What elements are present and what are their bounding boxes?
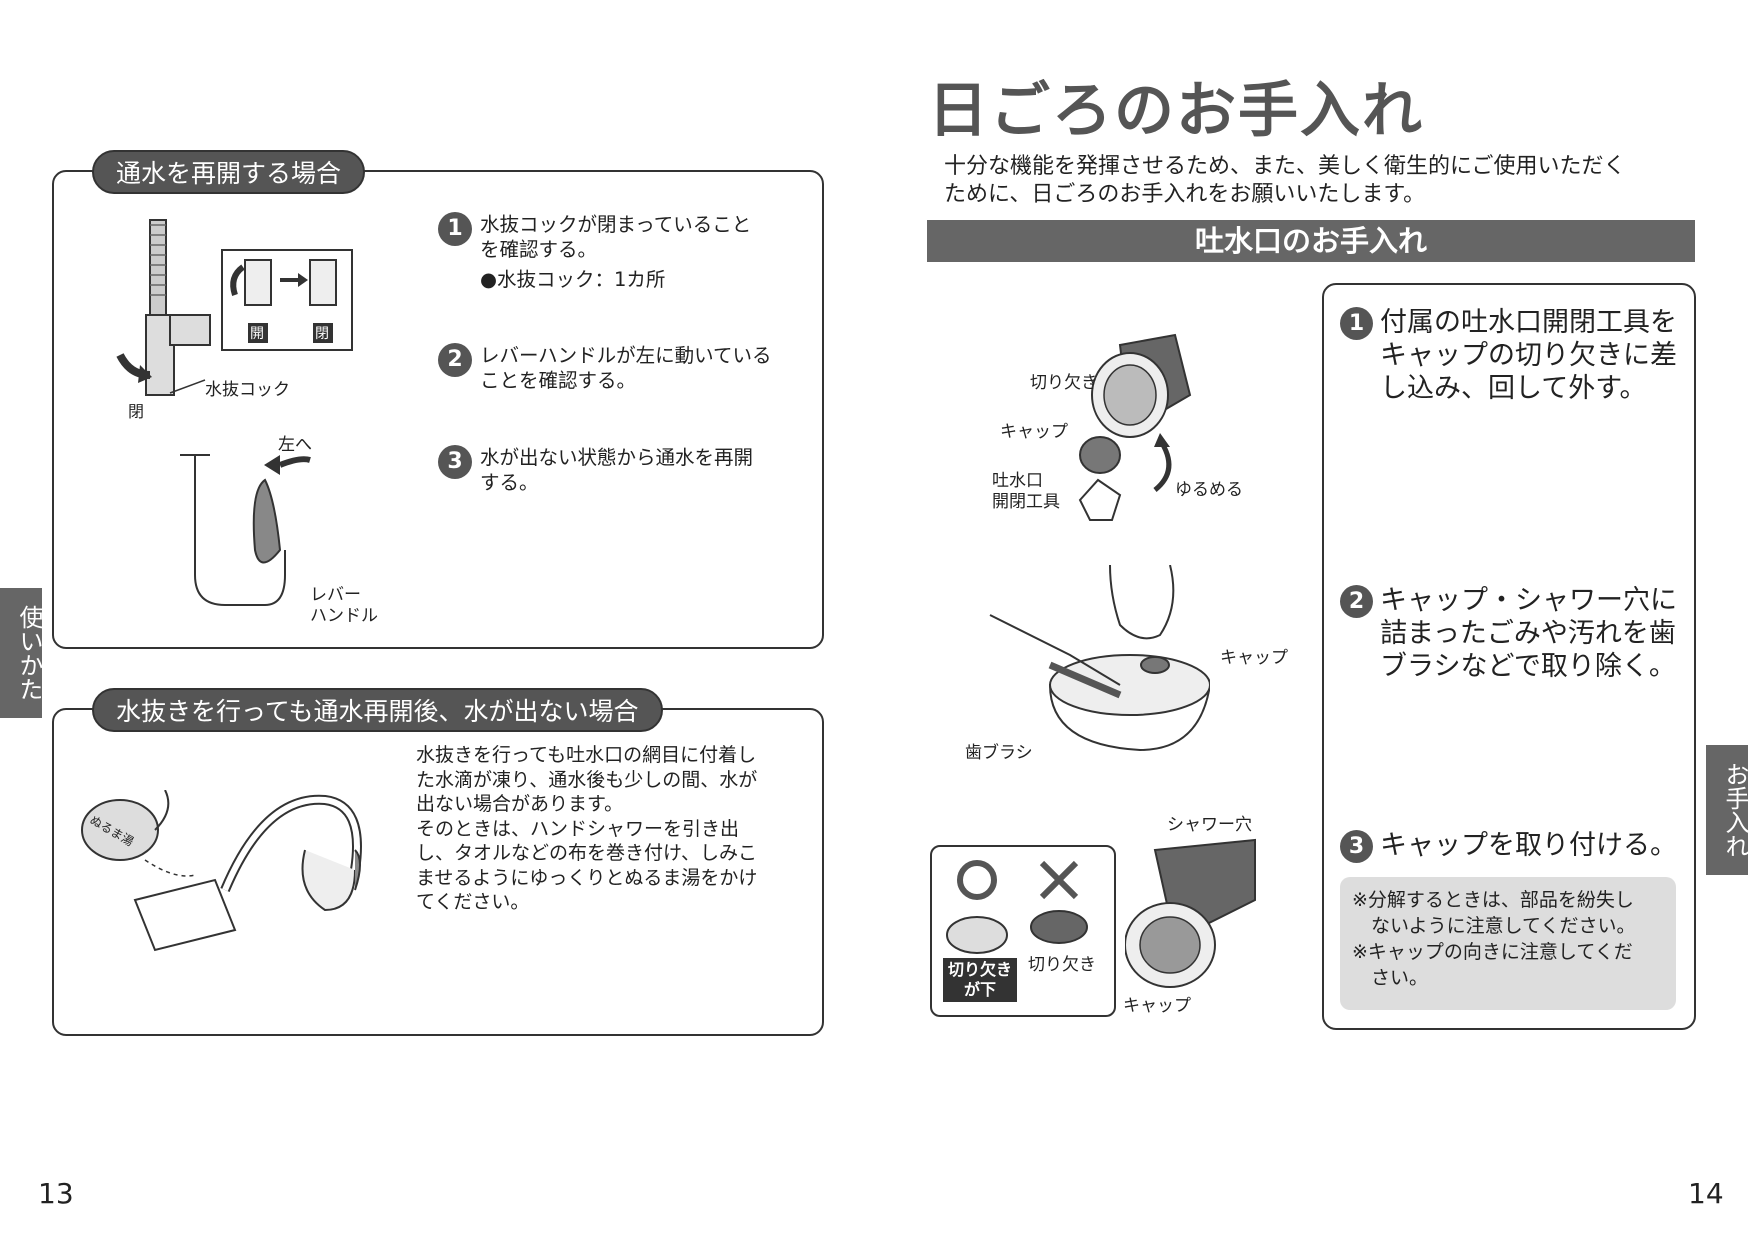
- shower-hole-label: シャワー穴: [1167, 815, 1252, 835]
- maintenance-step-1: 1 付属の吐水口開閉工具を キャップの切り欠きに差 し込み、回して外す。: [1340, 306, 1690, 405]
- intro-line: 十分な機能を発揮させるため、また、美しく衛生的にご使用いただく: [944, 154, 1626, 179]
- cap-orientation-illustration: [946, 860, 1088, 954]
- side-tab-usage[interactable]: 使いかた: [0, 588, 43, 718]
- step-text: を確認する。: [480, 238, 598, 261]
- drain-cock-label: 水抜コック: [205, 380, 290, 400]
- lever-label-line1: レバー: [310, 585, 361, 605]
- maintenance-step-3: 3 キャップを取り付ける。: [1340, 829, 1690, 863]
- caution-line: ※分解するときは、部品を紛失し: [1352, 889, 1634, 911]
- step-text: 水が出ない状態から通水を再開: [480, 446, 754, 469]
- notch-label: 切り欠き: [1030, 373, 1098, 393]
- no-water-panel: [52, 708, 824, 1036]
- restart-water-panel: [52, 170, 824, 649]
- cap-label-2: キャップ: [1220, 648, 1288, 668]
- explanation-line: ませるようにゆっくりとぬるま湯をかけ: [416, 866, 758, 889]
- warm-water-shower-illustration: [81, 790, 362, 952]
- loosen-label: ゆるめる: [1175, 480, 1243, 500]
- step-number: 2: [438, 343, 472, 377]
- step-text: キャップを取り付ける。: [1380, 830, 1677, 861]
- drain-cock-illustration: [116, 219, 353, 396]
- no-water-title: 水抜きを行っても通水再開後、水が出ない場合: [92, 688, 663, 732]
- toothbrush-label: 歯ブラシ: [965, 743, 1033, 763]
- explanation-line: てください。: [416, 891, 530, 913]
- step-number: 2: [1340, 585, 1373, 618]
- notch-down-line1: 切り欠き: [948, 960, 1013, 979]
- notch-label-2: 切り欠き: [1028, 955, 1096, 975]
- step-text: ことを確認する。: [480, 369, 637, 392]
- restart-water-title: 通水を再開する場合: [92, 150, 366, 194]
- cap-label: キャップ: [1000, 422, 1068, 442]
- caution-line: さい。: [1371, 967, 1429, 989]
- explanation-line: し、タオルなどの布を巻き付け、しみこ: [416, 842, 758, 864]
- caution-notes: ※分解するときは、部品を紛失し ないように注意してください。 ※キャップの向きに…: [1340, 877, 1676, 1010]
- lever-faucet-illustration: [180, 454, 311, 606]
- step-text: 水抜コックが閉まっていること: [480, 213, 752, 236]
- restart-step-3: 3 水が出ない状態から通水を再開 する。: [438, 445, 818, 495]
- step-text: ブラシなどで取り除く。: [1380, 651, 1676, 682]
- step-number: 1: [438, 212, 472, 246]
- caution-line: ないように注意してください。: [1371, 915, 1636, 937]
- tool-label-line1: 吐水口: [992, 471, 1043, 491]
- lever-label-line2: ハンドル: [310, 606, 378, 626]
- no-water-explanation: 水抜きを行っても吐水口の網目に付着し た水滴が凍り、通水後も少しの間、水が 出な…: [416, 743, 757, 915]
- side-tab-label: お手入れ: [1721, 762, 1748, 858]
- step-text: する。: [480, 471, 539, 494]
- cap-orientation-box: [930, 845, 1116, 1017]
- step-number: 3: [438, 445, 472, 479]
- step-text: キャップの切り欠きに差: [1380, 340, 1677, 371]
- closed-arrow-label: 閉: [128, 402, 145, 421]
- shower-holes-illustration: [1125, 838, 1256, 988]
- step-note: ●水抜コック：1カ所: [480, 268, 666, 291]
- cap-removal-illustration: [1078, 333, 1192, 521]
- intro-text: 十分な機能を発揮させるため、また、美しく衛生的にご使用いただく ために、日ごろの…: [944, 153, 1626, 209]
- step-text: キャップ・シャワー穴に: [1380, 585, 1677, 616]
- explanation-line: 水抜きを行っても吐水口の網目に付着し: [416, 744, 757, 766]
- step-text: レバーハンドルが左に動いている: [480, 344, 772, 367]
- side-tab-label: 使いかた: [15, 605, 43, 701]
- notch-down-badge: 切り欠き が下: [943, 958, 1018, 1002]
- explanation-line: た水滴が凍り、通水後も少しの間、水が: [416, 768, 758, 791]
- side-tab-maintenance[interactable]: お手入れ: [1706, 745, 1748, 875]
- caution-line: ※キャップの向きに注意してくだ: [1352, 941, 1633, 963]
- step-number: 3: [1340, 830, 1373, 863]
- restart-step-1: 1 水抜コックが閉まっていること を確認する。 ●水抜コック：1カ所: [438, 212, 818, 292]
- toothbrush-cleaning-illustration: [989, 565, 1210, 752]
- explanation-line: 出ない場合があります。: [416, 793, 624, 815]
- open-label: 開: [250, 326, 264, 342]
- step-text: 付属の吐水口開閉工具を: [1380, 307, 1677, 338]
- section-title: 吐水口のお手入れ: [1194, 224, 1427, 258]
- restart-step-2: 2 レバーハンドルが左に動いている ことを確認する。: [438, 343, 818, 393]
- notch-down-line2: が下: [964, 980, 997, 999]
- maintenance-step-2: 2 キャップ・シャワー穴に 詰まったごみや汚れを歯 ブラシなどで取り除く。: [1340, 584, 1690, 683]
- page-title: 日ごろのお手入れ: [928, 76, 1424, 146]
- cap-label-3: キャップ: [1123, 996, 1191, 1016]
- section-title-bar: 吐水口のお手入れ: [927, 220, 1695, 262]
- tool-label-line2: 開閉工具: [992, 492, 1060, 512]
- step-text: 詰まったごみや汚れを歯: [1380, 618, 1676, 649]
- explanation-line: そのときは、ハンドシャワーを引き出: [416, 817, 740, 840]
- step-text: し込み、回して外す。: [1380, 373, 1647, 404]
- closed-label: 閉: [315, 326, 329, 342]
- page-number-right: 14: [1688, 1177, 1724, 1210]
- to-left-label: 左へ: [278, 435, 312, 455]
- page-number-left: 13: [38, 1177, 74, 1210]
- intro-line: ために、日ごろのお手入れをお願いいたします。: [944, 182, 1426, 207]
- step-number: 1: [1340, 307, 1373, 340]
